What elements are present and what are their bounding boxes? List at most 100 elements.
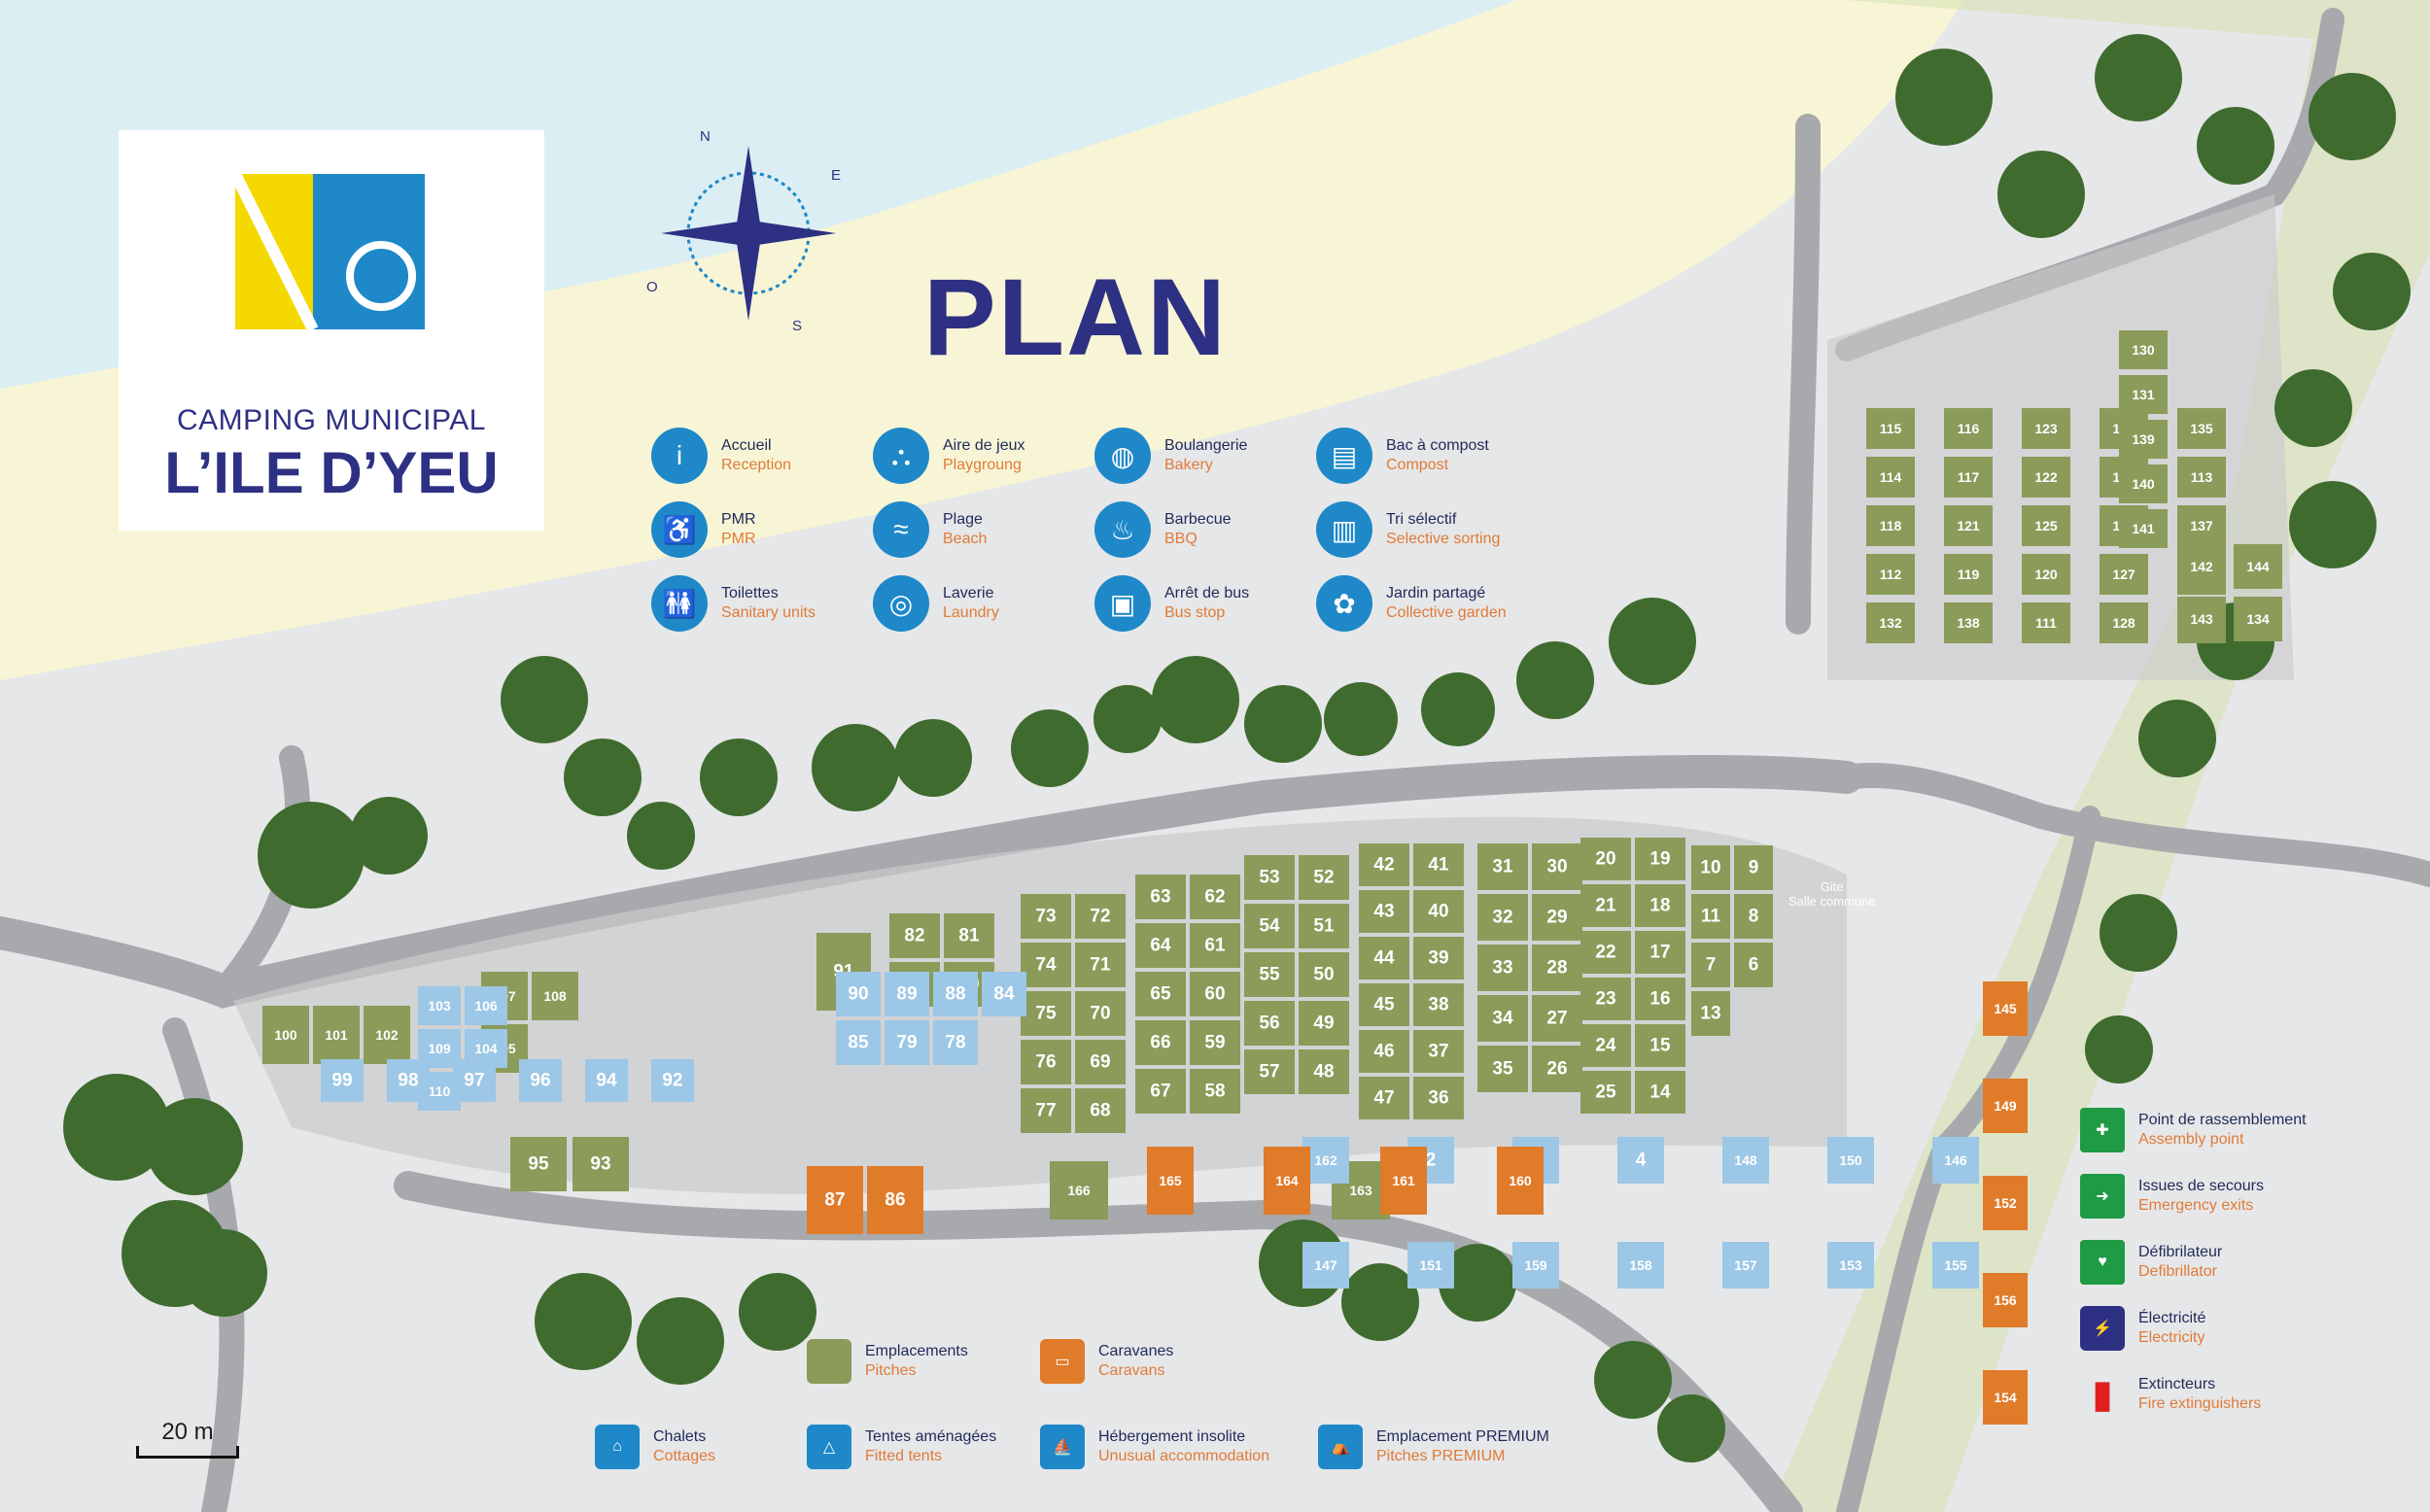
pitch-number: 67 xyxy=(1150,1082,1170,1102)
pitch-tile xyxy=(1299,855,1349,900)
pitch-tile xyxy=(1413,983,1464,1026)
pitch-tile xyxy=(1983,981,2028,1036)
pitch-150: 150 xyxy=(1827,1137,1874,1184)
legend-label: Laverie xyxy=(943,585,994,601)
pitch-158: 158 xyxy=(1617,1242,1664,1289)
pitch-number: 110 xyxy=(429,1083,451,1099)
pitch-tile xyxy=(519,1059,562,1102)
legend-label-en: Assembly point xyxy=(2138,1131,2244,1148)
pitch-40: 40 xyxy=(1413,890,1464,933)
barbecue-icon: ♨ xyxy=(1094,501,1151,558)
pitch-number: 13 xyxy=(1700,1004,1720,1024)
pitch-117: 117 xyxy=(1944,457,1993,498)
pitch-number: 97 xyxy=(464,1071,484,1091)
trash-icon: ▥ xyxy=(1316,501,1372,558)
pitch-number: 51 xyxy=(1313,916,1335,937)
pitch-number: 143 xyxy=(2190,611,2213,627)
pitch-86: 86 xyxy=(867,1166,923,1234)
pitch-number: 60 xyxy=(1204,984,1225,1005)
bread-icon: ◍ xyxy=(1094,428,1151,484)
pitch-tile xyxy=(2234,544,2282,589)
pitch-number: 144 xyxy=(2246,559,2270,574)
defibrillator-icon: ♥ xyxy=(2080,1240,2125,1285)
pitch-161: 161 xyxy=(1380,1147,1427,1215)
pitch-number: 64 xyxy=(1150,936,1171,956)
pitch-120: 120 xyxy=(2022,554,2070,595)
pitch-number: 85 xyxy=(848,1033,869,1053)
pitch-37: 37 xyxy=(1413,1030,1464,1073)
pitch-tile xyxy=(1983,1176,2028,1230)
pitch-number: 47 xyxy=(1373,1088,1394,1109)
pitch-tile xyxy=(1359,890,1409,933)
pitch-number: 33 xyxy=(1492,958,1512,979)
pitch-number: 56 xyxy=(1259,1014,1279,1034)
pitch-number: 50 xyxy=(1313,965,1334,985)
pitch-15: 15 xyxy=(1635,1024,1685,1067)
legend-label-en: Emergency exits xyxy=(2138,1197,2254,1214)
pitch-58: 58 xyxy=(1190,1069,1240,1114)
pitch-number: 70 xyxy=(1090,1004,1110,1024)
pitch-number: 79 xyxy=(896,1033,917,1053)
pitch-number: 122 xyxy=(2034,469,2058,485)
pitch-number: 36 xyxy=(1428,1088,1448,1109)
pitch-number: 140 xyxy=(2132,476,2155,492)
pitch-number: 27 xyxy=(1546,1009,1567,1029)
pitch-number: 113 xyxy=(2191,469,2213,485)
pitch-54: 54 xyxy=(1244,904,1295,948)
legend-label: Électricité xyxy=(2138,1310,2206,1326)
pitch-number: 111 xyxy=(2035,615,2057,631)
pitch-number: 114 xyxy=(1880,469,1902,485)
legend-label-en: Defibrillator xyxy=(2138,1263,2217,1280)
pitch-tile xyxy=(1635,931,1685,974)
pitch-165: 165 xyxy=(1147,1147,1194,1215)
pitch-tile xyxy=(465,986,507,1025)
pitch-19: 19 xyxy=(1635,838,1685,880)
pitch-121: 121 xyxy=(1944,505,1993,546)
pitch-number: 166 xyxy=(1067,1183,1091,1198)
legend-label-en: Caravans xyxy=(1098,1362,1165,1379)
pitch-tile xyxy=(1866,457,1915,498)
pitch-34: 34 xyxy=(1477,995,1528,1042)
pitch-number: 8 xyxy=(1749,907,1759,927)
pitch-tile xyxy=(1075,1088,1126,1133)
scale-label: 20 m xyxy=(161,1419,214,1445)
pitch-tile xyxy=(1244,1001,1295,1046)
pitch-number: 142 xyxy=(2190,559,2213,574)
pitch-47: 47 xyxy=(1359,1077,1409,1119)
pitch-115: 115 xyxy=(1866,408,1915,449)
pitch-tile xyxy=(1722,1137,1769,1184)
pitch-16: 16 xyxy=(1635,978,1685,1020)
pitch-tile xyxy=(1944,505,1993,546)
pitch-20: 20 xyxy=(1580,838,1631,880)
pitch-106: 106 xyxy=(465,986,507,1025)
pitch-number: 4 xyxy=(1636,1151,1647,1171)
pitch-number: 153 xyxy=(1839,1257,1862,1273)
pitch-tile xyxy=(1244,952,1295,997)
pitch-82: 82 xyxy=(889,913,940,958)
pitch-100: 100 xyxy=(262,1006,309,1064)
pitch-tile xyxy=(1983,1370,2028,1425)
pitch-76: 76 xyxy=(1021,1040,1071,1084)
pitch-65: 65 xyxy=(1135,972,1186,1016)
pitch-tile xyxy=(1635,978,1685,1020)
pitch-tile xyxy=(364,1006,410,1064)
pitch-tile xyxy=(933,972,978,1016)
legend-label-en: Cottages xyxy=(653,1448,716,1464)
pitch-tile xyxy=(2177,597,2226,641)
pitch-111: 111 xyxy=(2022,602,2070,643)
pitch-number: 52 xyxy=(1313,868,1334,888)
pitch-number: 18 xyxy=(1649,896,1670,916)
pitch-tile xyxy=(1075,943,1126,987)
pitch-tile xyxy=(1021,1040,1071,1084)
legend-label-en: Bakery xyxy=(1164,457,1213,473)
pitch-8: 8 xyxy=(1734,894,1773,939)
pitch-number: 25 xyxy=(1595,1082,1616,1103)
pitch-number: 31 xyxy=(1492,857,1513,877)
pitch-number: 17 xyxy=(1649,943,1670,963)
pitch-43: 43 xyxy=(1359,890,1409,933)
